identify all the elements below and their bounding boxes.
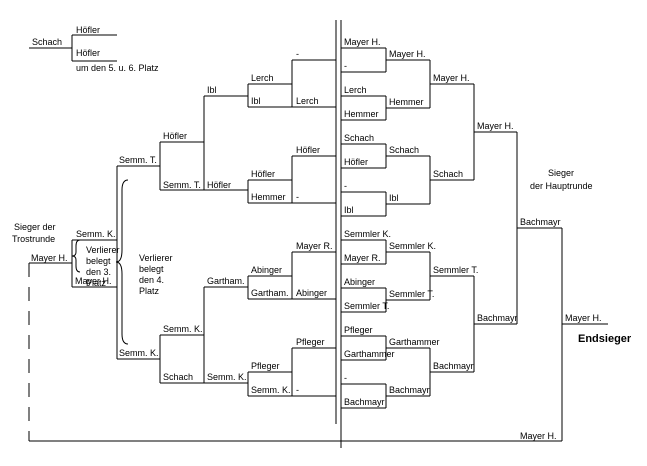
player-lerch: Lerch (296, 96, 319, 106)
player-abinger: Abinger (296, 288, 327, 298)
loser-fourth-text: Verlierer (139, 253, 173, 263)
player-empty: - (296, 385, 299, 395)
consolation-bracket: Semm. T. Semm. K. Höfler Semm. T. Semm. … (116, 49, 336, 442)
main-r1-player: Hemmer (344, 109, 379, 119)
main-r2-player: Garthammer (389, 337, 440, 347)
main-r1-player: - (344, 61, 347, 71)
main-r2-player: Bachmayr (389, 385, 430, 395)
main-r2-player: Schach (389, 145, 419, 155)
sieger-hauptrunde-label: Sieger (548, 168, 574, 178)
main-r2-player: Ibl (389, 193, 399, 203)
player-hoefler: Höfler (207, 180, 231, 190)
main-r2-player: Hemmer (389, 97, 424, 107)
player-mayer-h: Mayer H. (31, 253, 68, 263)
player-hoefler: Höfler (163, 131, 187, 141)
sieger-trostrunde-label: Sieger der (14, 222, 56, 232)
player-empty: - (296, 49, 299, 59)
player-hoefler: Höfler (76, 48, 100, 58)
place-note: um den 5. u. 6. Platz (76, 63, 159, 73)
player-mayer-r: Mayer R. (296, 241, 333, 251)
player-gartham: Gartham. (207, 276, 245, 286)
loser-fourth-text: belegt (139, 264, 164, 274)
player-hoefler: Höfler (76, 25, 100, 35)
player-hemmer: Hemmer (251, 192, 286, 202)
player-ibl: Ibl (207, 85, 217, 95)
player-semm-t: Semm. T. (119, 155, 157, 165)
player-mayer-h: Mayer H. (75, 276, 112, 286)
player-schach: Schach (32, 37, 62, 47)
main-r1-player: Semmler K. (344, 229, 391, 239)
placement-match-5-6: Schach Höfler Höfler um den 5. u. 6. Pla… (29, 25, 159, 73)
final-player: Mayer H. (520, 431, 557, 441)
sieger-hauptrunde-label: der Hauptrunde (530, 181, 593, 191)
main-r2-player: Semmler T. (389, 289, 434, 299)
player-schach: Schach (163, 372, 193, 382)
brace-fourth-place (115, 179, 129, 345)
loser-third-text: den 3. (86, 267, 111, 277)
player-hoefler: Höfler (296, 145, 320, 155)
player-lerch: Lerch (251, 73, 274, 83)
main-r2-player: Semmler K. (389, 241, 436, 251)
player-semm-k: Semm. K. (251, 385, 291, 395)
player-semm-k: Semm. K. (76, 229, 116, 239)
endsieger-label: Endsieger (578, 333, 632, 345)
consolation-final: Sieger der Trostrunde Mayer H. Semm. K. … (12, 179, 517, 442)
loser-third-text: Verlierer (86, 245, 120, 255)
loser-fourth-text: Platz (139, 286, 160, 296)
player-ibl: Ibl (251, 96, 261, 106)
main-r2-player: Mayer H. (389, 49, 426, 59)
main-r5-player: Bachmayr (520, 217, 561, 227)
player-gartham: Gartham. (251, 288, 289, 298)
player-pfleger: Pfleger (296, 337, 325, 347)
player-semm-k: Semm. K. (119, 348, 159, 358)
brace-third-place (71, 239, 81, 273)
player-semm-t: Semm. T. (163, 180, 201, 190)
main-r3-player: Semmler T. (433, 265, 478, 275)
player-pfleger: Pfleger (251, 361, 280, 371)
main-r1-player: Mayer R. (344, 253, 381, 263)
main-r1-player: Pfleger (344, 325, 373, 335)
main-r4-player: Bachmayr (477, 313, 518, 323)
loser-fourth-text: den 4. (139, 275, 164, 285)
main-r4-player: Mayer H. (477, 121, 514, 131)
player-abinger: Abinger (251, 265, 282, 275)
main-r3-player: Schach (433, 169, 463, 179)
player-semm-k: Semm. K. (207, 372, 247, 382)
main-r1-player: Abinger (344, 277, 375, 287)
player-empty: - (296, 192, 299, 202)
main-r1-player: - (344, 373, 347, 383)
main-r1-player: Schach (344, 133, 374, 143)
main-bracket: Mayer H. - Lerch Hemmer Schach Höfler - … (341, 37, 632, 442)
player-semm-k: Semm. K. (163, 324, 203, 334)
main-r1-player: Ibl (344, 205, 354, 215)
main-r1-player: Höfler (344, 157, 368, 167)
main-r1-player: Mayer H. (344, 37, 381, 47)
main-r1-player: Garthammer (344, 349, 395, 359)
main-r1-player: Lerch (344, 85, 367, 95)
main-r1-player: - (344, 181, 347, 191)
final-player: Mayer H. (565, 313, 602, 323)
main-r1-player: Bachmayr (344, 397, 385, 407)
main-r3-player: Mayer H. (433, 73, 470, 83)
loser-third-text: belegt (86, 256, 111, 266)
player-hoefler: Höfler (251, 169, 275, 179)
sieger-trostrunde-label: Trostrunde (12, 234, 55, 244)
main-r3-player: Bachmayr (433, 361, 474, 371)
loser-third-text: Platz (86, 278, 107, 288)
main-r1-player: Semmler T. (344, 301, 389, 311)
